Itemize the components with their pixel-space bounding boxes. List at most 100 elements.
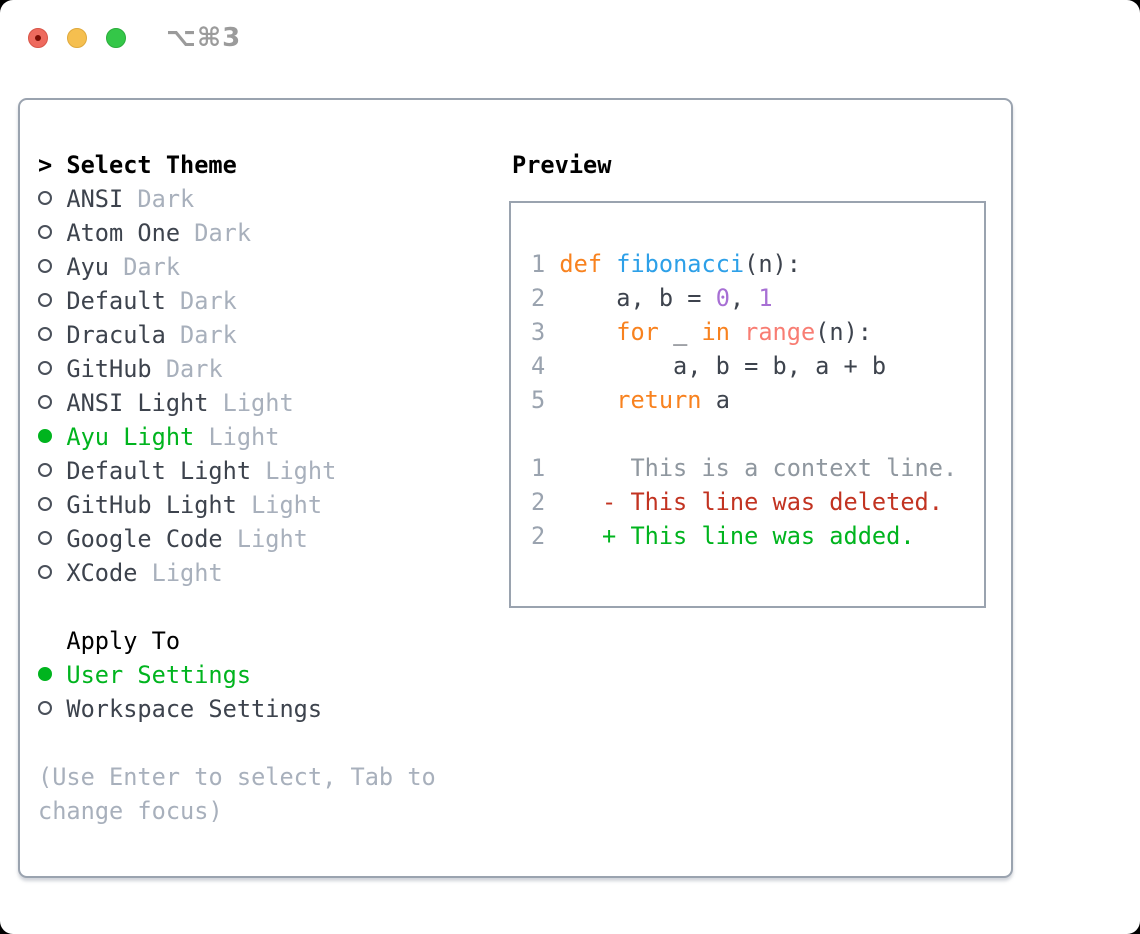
radio-cell <box>38 658 66 692</box>
window-title: ⌥⌘3 <box>166 23 242 53</box>
spacer <box>531 417 957 451</box>
minimize-button[interactable] <box>67 28 87 48</box>
radio-cell <box>38 386 66 420</box>
theme-option-ansi[interactable]: ANSI Dark <box>38 182 436 216</box>
preview-header: Preview <box>512 151 612 179</box>
radio-icon <box>38 361 52 375</box>
theme-option-ansi-light[interactable]: ANSI Light Light <box>38 386 436 420</box>
line-number: 1 <box>531 454 603 482</box>
theme-variant: Dark <box>109 253 181 281</box>
radio-selected-icon <box>38 429 52 443</box>
diff-line-deleted: 2 - This line was deleted. <box>531 485 957 519</box>
close-button[interactable] <box>28 28 48 48</box>
radio-cell <box>38 454 66 488</box>
theme-name: Dracula <box>66 321 166 349</box>
keyboard-hint: (Use Enter to select, Tab to <box>38 763 436 791</box>
theme-variant: Light <box>222 525 308 553</box>
theme-name: ANSI <box>66 185 124 213</box>
apply-option-user-settings[interactable]: User Settings <box>38 658 436 692</box>
theme-option-github-light[interactable]: GitHub Light Light <box>38 488 436 522</box>
apply-option-workspace-settings[interactable]: Workspace Settings <box>38 692 436 726</box>
apply-to-title: Apply To <box>66 627 181 655</box>
radio-icon <box>38 225 52 239</box>
diff-text: + This line was added. <box>602 522 915 550</box>
radio-cell <box>38 250 66 284</box>
apply-option-label: User Settings <box>66 661 252 689</box>
diff-text: - This line was deleted. <box>602 488 943 516</box>
radio-cell <box>38 522 66 556</box>
line-number: 1 <box>531 250 560 278</box>
theme-name: XCode <box>66 559 138 587</box>
select-theme-header: >Select Theme <box>38 148 436 182</box>
zoom-button[interactable] <box>106 28 126 48</box>
line-number: 2 <box>531 488 603 516</box>
diff-line-context: 1 This is a context line. <box>531 451 957 485</box>
theme-option-github[interactable]: GitHub Dark <box>38 352 436 386</box>
theme-name: Ayu Light <box>66 423 195 451</box>
line-number: 3 <box>531 318 560 346</box>
radio-cell <box>38 556 66 590</box>
theme-option-dracula[interactable]: Dracula Dark <box>38 318 436 352</box>
theme-variant: Light <box>194 423 280 451</box>
radio-icon <box>38 259 52 273</box>
theme-variant: Light <box>208 389 294 417</box>
theme-name: Atom One <box>66 219 181 247</box>
theme-name: Default <box>66 287 166 315</box>
theme-name: GitHub Light <box>66 491 237 519</box>
theme-option-google-code[interactable]: Google Code Light <box>38 522 436 556</box>
theme-variant: Dark <box>123 185 195 213</box>
line-number: 2 <box>531 284 560 312</box>
radio-cell <box>38 420 66 454</box>
theme-variant: Light <box>251 457 337 485</box>
radio-icon <box>38 191 52 205</box>
theme-name: ANSI Light <box>66 389 209 417</box>
code-line: 3 for _ in range(n): <box>531 318 872 346</box>
theme-option-ayu[interactable]: Ayu Dark <box>38 250 436 284</box>
radio-icon <box>38 463 52 477</box>
theme-variant: Light <box>137 559 223 587</box>
radio-cell <box>38 488 66 522</box>
radio-icon <box>38 327 52 341</box>
theme-variant: Dark <box>151 355 223 383</box>
prompt-cursor: > <box>38 148 66 182</box>
theme-option-default-light[interactable]: Default Light Light <box>38 454 436 488</box>
theme-variant: Dark <box>165 321 237 349</box>
radio-cell <box>38 284 66 318</box>
theme-name: Google Code <box>66 525 223 553</box>
theme-name: GitHub <box>66 355 152 383</box>
theme-variant: Dark <box>165 287 237 315</box>
radio-cell <box>38 352 66 386</box>
spacer <box>38 726 436 760</box>
theme-option-xcode[interactable]: XCode Light <box>38 556 436 590</box>
theme-option-atom-one[interactable]: Atom One Dark <box>38 216 436 250</box>
preview-box: 1 def fibonacci(n): 2 a, b = 0, 1 3 for _ … <box>509 201 986 608</box>
theme-option-ayu-light[interactable]: Ayu Light Light <box>38 420 436 454</box>
radio-cell <box>38 318 66 352</box>
radio-icon <box>38 531 52 545</box>
theme-variant: Light <box>236 491 323 519</box>
radio-icon <box>38 293 52 307</box>
radio-cell <box>38 182 66 216</box>
radio-icon <box>38 497 52 511</box>
keyboard-hint: change focus) <box>38 797 223 825</box>
line-number: 4 <box>531 352 560 380</box>
radio-cell <box>38 692 66 726</box>
radio-icon <box>38 395 52 409</box>
code-preview: 1 def fibonacci(n): 2 a, b = 0, 1 3 for _ … <box>531 247 957 553</box>
traffic-lights <box>28 28 126 48</box>
code-line: 1 def fibonacci(n): <box>531 250 801 278</box>
apply-option-label: Workspace Settings <box>66 695 323 723</box>
theme-name: Default Light <box>66 457 252 485</box>
radio-selected-icon <box>38 667 52 681</box>
apply-to-header: Apply To <box>38 624 436 658</box>
theme-option-default[interactable]: Default Dark <box>38 284 436 318</box>
diff-text: This is a context line. <box>602 454 958 482</box>
theme-name: Ayu <box>66 253 110 281</box>
code-line: 2 a, b = 0, 1 <box>531 284 773 312</box>
code-line: 5 return a <box>531 386 730 414</box>
diff-line-added: 2 + This line was added. <box>531 519 957 553</box>
prompt-glyph: > <box>38 151 53 179</box>
